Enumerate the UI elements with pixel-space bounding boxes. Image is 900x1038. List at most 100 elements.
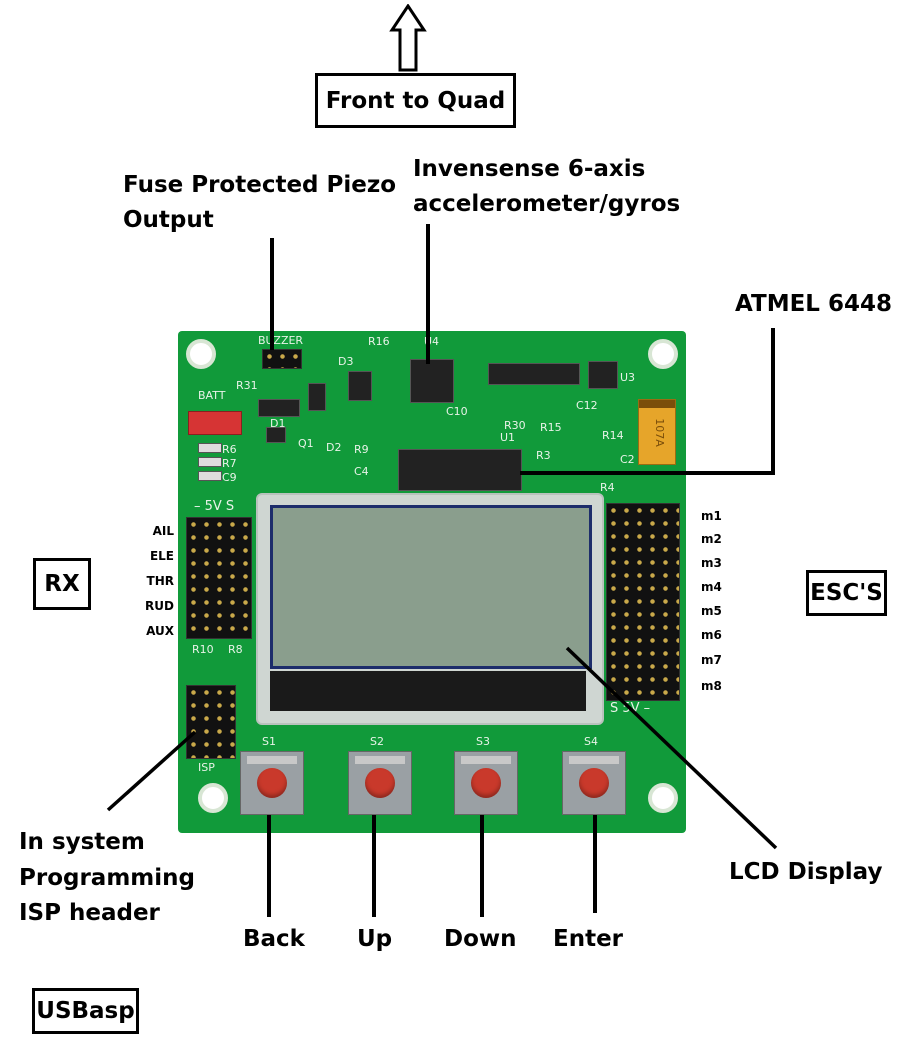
silk-r9: R9 [354, 443, 369, 456]
esc-pin-m5: m5 [701, 604, 722, 618]
lcd-module [256, 493, 604, 725]
piezo-label-line1: Fuse Protected Piezo [123, 172, 397, 198]
buzzer-header [262, 349, 302, 369]
down-button[interactable] [454, 751, 518, 815]
lcd-screen [270, 505, 592, 669]
silk-batt: BATT [198, 389, 226, 402]
esc-pin-m4: m4 [701, 580, 722, 594]
silk-power-left: – 5V S [194, 499, 235, 514]
silk-s3: S3 [476, 735, 490, 748]
enter-button[interactable] [562, 751, 626, 815]
battery-connector [188, 411, 242, 435]
rx-header [186, 517, 252, 639]
up-button[interactable] [348, 751, 412, 815]
isp-header [186, 685, 236, 759]
silk-d3: D3 [338, 355, 354, 368]
silk-r15: R15 [540, 421, 562, 434]
silk-r7: R7 [222, 457, 237, 470]
smd-part [258, 399, 300, 417]
imu-chip [410, 359, 454, 403]
mcu-leader-line-v [771, 328, 775, 474]
silk-s2: S2 [370, 735, 384, 748]
silk-c10: C10 [446, 405, 468, 418]
isp-label-line1: In system [19, 829, 145, 855]
isp-label-line2: Programming [19, 865, 195, 891]
isp-label-line3: ISP header [19, 900, 160, 926]
silk-c4: C4 [354, 465, 369, 478]
smd-part [308, 383, 326, 411]
silk-c2: C2 [620, 453, 635, 466]
silk-r10: R10 [192, 643, 214, 656]
silk-c9: C9 [222, 471, 237, 484]
imu-leader-line [426, 224, 430, 364]
silk-s1: S1 [262, 735, 276, 748]
front-arrow-icon [389, 4, 427, 72]
usbasp-box: USBasp [32, 988, 139, 1034]
back-leader-line [267, 815, 271, 917]
smd-part [266, 427, 286, 443]
silk-r4: R4 [600, 481, 615, 494]
silk-isp: ISP [198, 761, 215, 774]
rx-pin-ele: ELE [149, 549, 174, 563]
esc-pin-m8: m8 [701, 679, 722, 693]
esc-pin-m7: m7 [701, 653, 722, 667]
enter-leader-line [593, 815, 597, 913]
enter-label: Enter [553, 926, 624, 952]
silk-r3: R3 [536, 449, 551, 462]
back-button[interactable] [240, 751, 304, 815]
esc-pin-m1: m1 [701, 509, 722, 523]
smd-part [488, 363, 580, 385]
rx-pin-thr: THR [146, 574, 174, 588]
mount-hole-bl [198, 783, 228, 813]
up-label: Up [357, 926, 393, 952]
silk-u3: U3 [620, 371, 636, 384]
lcd-backlight [270, 671, 586, 711]
down-leader-line [480, 815, 484, 917]
silk-r8: R8 [228, 643, 243, 656]
silk-d1: D1 [270, 417, 286, 430]
esc-pin-m3: m3 [701, 556, 722, 570]
silk-r16: R16 [368, 335, 390, 348]
esc-pin-m6: m6 [701, 628, 722, 642]
piezo-label-line2: Output [123, 207, 214, 233]
flight-controller-board: BUZZER BATT U4 U1 U3 107A R6 R7 C9 R16 R… [178, 331, 686, 833]
mount-hole-tl [186, 339, 216, 369]
silk-d2: D2 [326, 441, 342, 454]
imu-label-line1: Invensense 6-axis [413, 156, 646, 182]
silk-r31: R31 [236, 379, 258, 392]
silk-c12: C12 [576, 399, 598, 412]
smd-part [348, 371, 372, 401]
regulator-u3 [588, 361, 618, 389]
front-to-quad-box: Front to Quad [315, 73, 516, 128]
tantalum-capacitor: 107A [638, 399, 676, 465]
silk-r30: R30 [504, 419, 526, 432]
mcu-chip [398, 449, 522, 491]
imu-label-line2: accelerometer/gyros [413, 191, 681, 217]
mcu-leader-line-h [520, 471, 775, 475]
rx-pin-ail: AIL [152, 524, 174, 538]
esc-header [606, 503, 680, 701]
mount-hole-br [648, 783, 678, 813]
rx-pin-aux: AUX [146, 624, 174, 638]
lcd-label: LCD Display [729, 859, 883, 885]
down-label: Down [444, 926, 517, 952]
silk-s4: S4 [584, 735, 598, 748]
up-leader-line [372, 815, 376, 917]
mount-hole-tr [648, 339, 678, 369]
esc-box: ESC'S [806, 570, 887, 616]
smd-part [198, 471, 222, 481]
silk-u1: U1 [500, 431, 516, 444]
rx-pin-rud: RUD [145, 599, 174, 613]
silk-r14: R14 [602, 429, 624, 442]
esc-pin-m2: m2 [701, 532, 722, 546]
silk-buzzer: BUZZER [258, 334, 304, 347]
smd-part [198, 457, 222, 467]
mcu-label: ATMEL 6448 [735, 291, 892, 317]
back-label: Back [243, 926, 305, 952]
piezo-leader-line [270, 238, 274, 350]
silk-q1: Q1 [298, 437, 314, 450]
silk-r6: R6 [222, 443, 237, 456]
smd-part [198, 443, 222, 453]
rx-box: RX [33, 558, 91, 610]
